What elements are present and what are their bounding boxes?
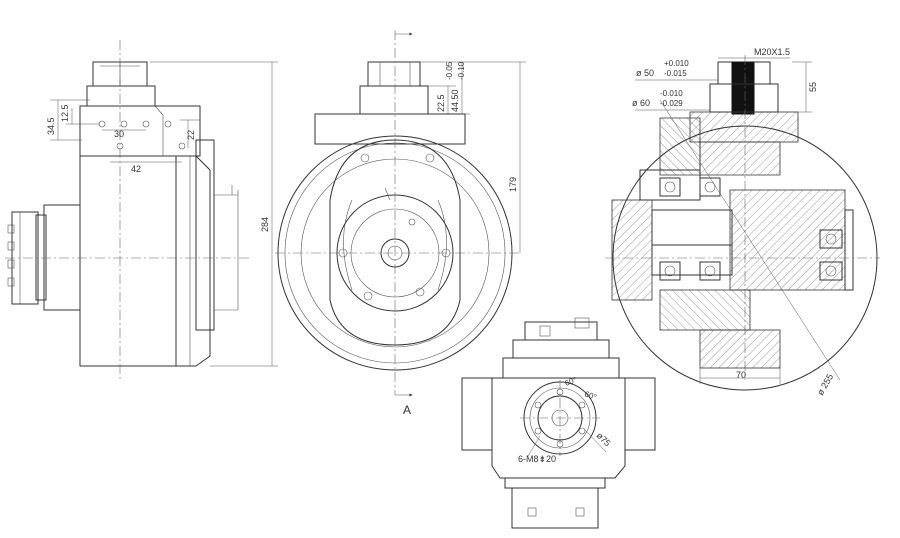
- dim-angle-1: 60°: [564, 375, 578, 388]
- dim-22a: 22: [186, 130, 196, 140]
- dim-tol-neg-010: -0.10: [457, 61, 466, 80]
- section-label-a: A: [403, 403, 411, 417]
- dim-tol-neg-005: -0.05: [445, 61, 454, 80]
- dim-42: 42: [131, 164, 141, 174]
- dim-22-5: 22.5: [436, 94, 446, 112]
- dim-m20: M20X1.5: [754, 47, 790, 57]
- front-view: [275, 30, 526, 397]
- dim-dia50: ø 50: [636, 68, 654, 78]
- dim-44-50: 44.50: [450, 89, 460, 112]
- dim-thread: 6-M8⇟20: [518, 454, 556, 464]
- dim-179: 179: [508, 177, 518, 192]
- dim-30: 30: [114, 129, 124, 139]
- dim-55: 55: [808, 82, 818, 92]
- dim-70: 70: [736, 370, 746, 380]
- section-view: [605, 55, 880, 391]
- dim-34-5: 34.5: [46, 117, 56, 135]
- dim-12-5: 12.5: [60, 104, 70, 122]
- dim-tol-m010: -0.010: [660, 89, 683, 98]
- dim-284: 284: [260, 217, 270, 232]
- dim-angle-2: 60°: [583, 389, 597, 402]
- bottom-view: [461, 317, 656, 529]
- dim-dia60: ø 60: [632, 98, 650, 108]
- dim-dia255: ø 255: [815, 372, 835, 397]
- dim-tol-p010: +0.010: [664, 59, 689, 68]
- dim-pcd: ø75: [595, 430, 613, 448]
- dim-tol-m029: -0.029: [660, 99, 683, 108]
- dim-tol-m015: -0.015: [664, 69, 687, 78]
- side-view: [5, 40, 278, 380]
